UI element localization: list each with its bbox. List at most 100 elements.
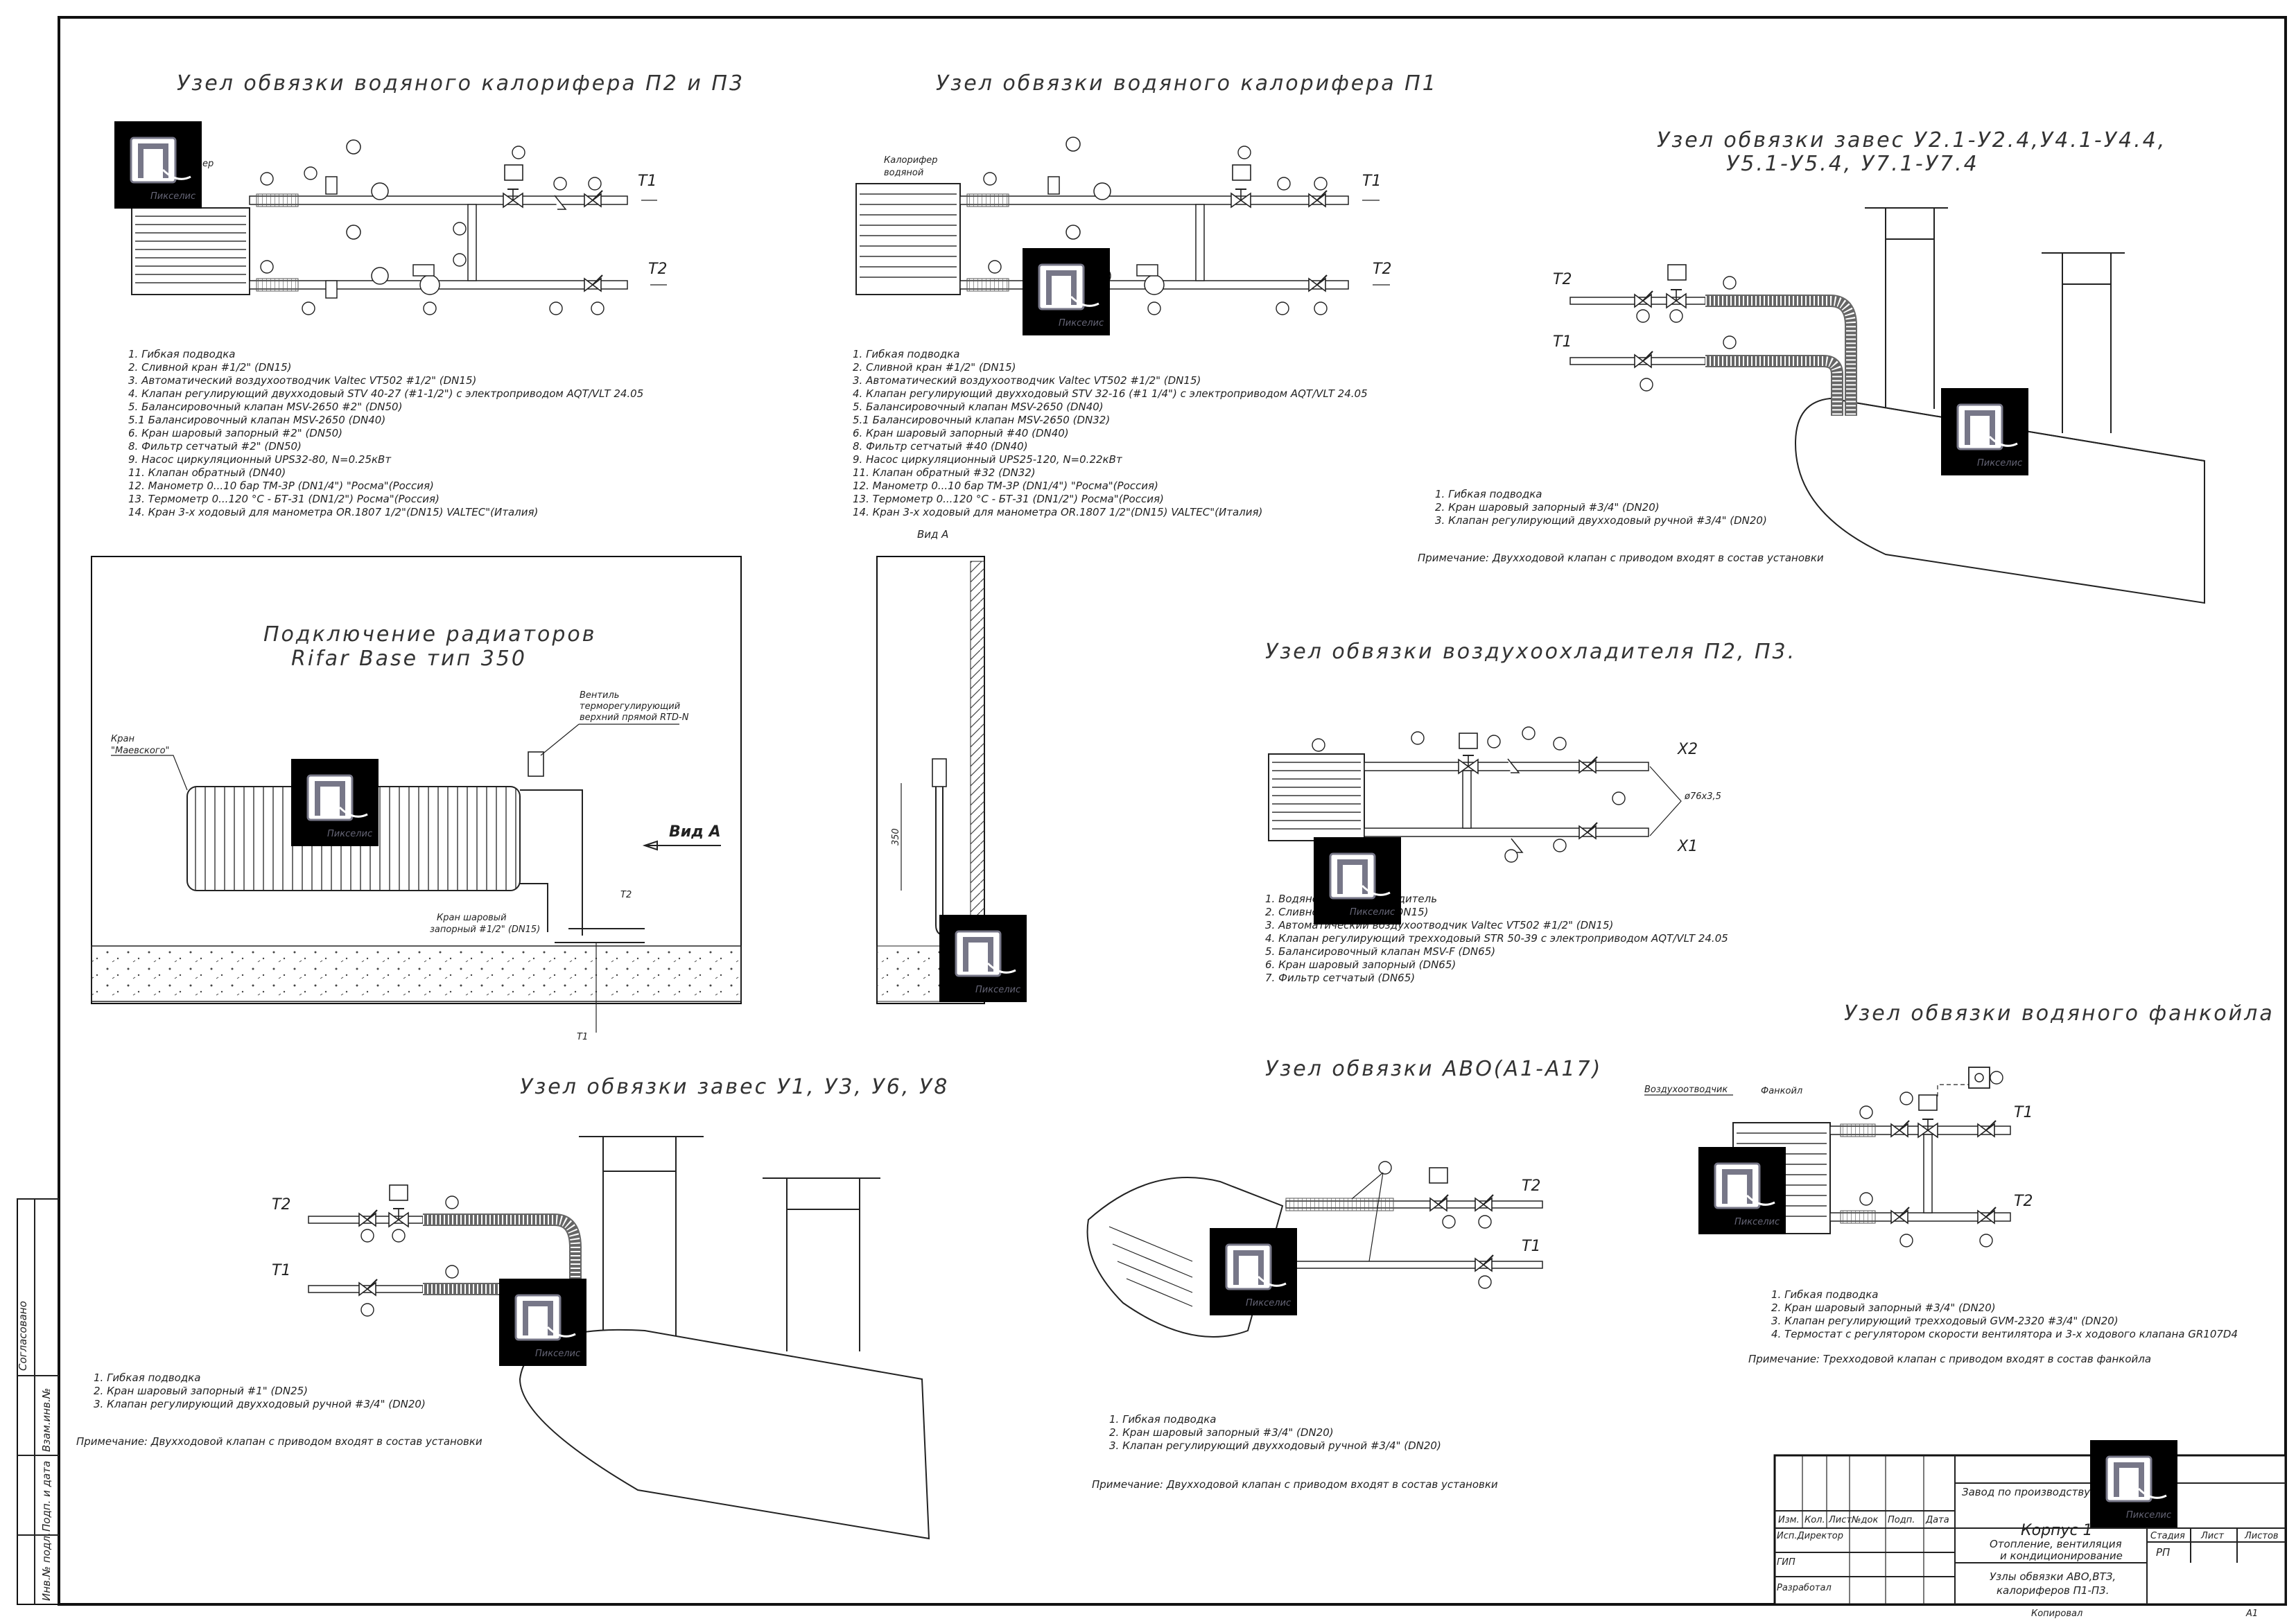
label-t1-rad: Т1 — [577, 1032, 588, 1042]
label-x1: Х1 — [1677, 838, 1698, 855]
label-t2: Т2 — [1522, 1177, 1540, 1195]
tb-copied: Копировал — [2031, 1609, 2082, 1619]
label-t2: Т2 — [272, 1196, 290, 1213]
label-vodyanoy: водяной — [884, 168, 923, 178]
title-curtains-u1: Узел обвязки завес У1, У3, У6, У8 — [520, 1075, 949, 1099]
thermostat-icon — [1968, 1067, 1990, 1089]
watermark-logo — [1314, 837, 1401, 925]
watermark-logo — [1698, 1147, 1786, 1234]
note-u2: Примечание: Двухходовой клапан с приводо… — [1418, 552, 1824, 564]
title-curtains-u2: Узел обвязки завес У2.1-У2.4,У4.1-У4.4, — [1657, 128, 2166, 152]
note-u1: Примечание: Двухходовой клапан с приводо… — [76, 1435, 482, 1448]
section-curtains-u2: Узел обвязки завес У2.1-У2.4,У4.1-У4.4, … — [1418, 128, 2205, 604]
label-ventil-2: терморегулирующий — [580, 701, 680, 712]
heater-p2p3 — [131, 207, 250, 295]
tb-role: ГИП — [1777, 1557, 1795, 1568]
legend-p2p3: 1. Гибкая подводка 2. Сливной кран #1/2"… — [128, 348, 643, 518]
legend-item: 14. Кран 3-х ходовый для манометра OR.18… — [128, 506, 538, 518]
title-curtains-u2-line2: У5.1-У5.4, У7.1-У7.4 — [1726, 152, 1979, 176]
tb-sheet-title-1: Узлы обвязки АВО,ВТЗ, — [1990, 1570, 2116, 1583]
legend-item: 13. Термометр 0...120 °С - БТ-31 (DN1/2"… — [128, 493, 440, 505]
legend-item: 3. Клапан регулирующий трехходовый GVM-2… — [1771, 1315, 2119, 1327]
label-t1: Т1 — [1553, 333, 1572, 351]
manometer-icon — [371, 182, 389, 200]
legend-item: 2. Кран шаровый запорный #3/4" (DN20) — [1435, 501, 1660, 514]
label-kalorifer: Калорифер — [884, 155, 938, 166]
tb-col: Лист — [1828, 1515, 1852, 1525]
tb-role: Разработал — [1777, 1583, 1832, 1593]
label-kran-2: запорный #1/2" (DN15) — [430, 925, 540, 935]
legend-item: 4. Клапан регулирующий трехходовый STR 5… — [1265, 932, 1728, 945]
legend-item: 8. Фильтр сетчатый #40 (DN40) — [853, 440, 1028, 453]
tb-format: А1 — [2245, 1609, 2258, 1619]
legend-item: 5. Балансировочный клапан MSV-2650 #2" (… — [128, 401, 402, 413]
legend-item: 11. Клапан обратный (DN40) — [128, 466, 286, 479]
note-avo: Примечание: Двухходовой клапан с приводо… — [1092, 1478, 1498, 1491]
stamp-soglasovano: Согласовано — [17, 1301, 29, 1371]
legend-item: 1. Гибкая подводка — [128, 348, 235, 360]
legend-u1: 1. Гибкая подводка 2. Кран шаровый запор… — [94, 1372, 426, 1410]
floor-slab — [91, 945, 742, 1002]
legend-item: 3. Клапан регулирующий двухходовый ручно… — [94, 1398, 426, 1410]
label-t2: Т2 — [2014, 1193, 2033, 1210]
legend-item: 6. Кран шаровый запорный (DN65) — [1265, 958, 1456, 971]
legend-item: 12. Манометр 0...10 бар ТМ-3Р (DN1/4") "… — [853, 480, 1158, 492]
label-ser: ер — [202, 159, 214, 169]
tb-stage-label: Стадия — [2150, 1531, 2185, 1541]
label-ventil-3: верхний прямой RTD-N — [580, 712, 689, 723]
tb-col: Кол. — [1804, 1515, 1825, 1525]
label-t2: Т2 — [648, 261, 667, 278]
legend-item: 12. Манометр 0...10 бар ТМ-3Р (DN1/4") "… — [128, 480, 434, 492]
legend-item: 6. Кран шаровый запорный #40 (DN40) — [853, 427, 1069, 439]
title-fancoil: Узел обвязки водяного фанкойла — [1844, 1001, 2275, 1026]
legend-item: 1. Гибкая подводка — [1109, 1413, 1216, 1426]
label-ventil-1: Вентиль — [580, 690, 619, 701]
tb-col: Изм. — [1778, 1515, 1800, 1525]
legend-item: 4. Термостат с регулятором скорости вент… — [1771, 1328, 2238, 1340]
legend-item: 9. Насос циркуляционный UPS25-120, N=0.2… — [853, 453, 1123, 466]
legend-fancoil: 1. Гибкая подводка 2. Кран шаровый запор… — [1771, 1288, 2238, 1340]
legend-item: 4. Клапан регулирующий двухходовый STV 4… — [128, 387, 643, 400]
title-avo: Узел обвязки АВО(А1-А17) — [1265, 1057, 1602, 1081]
note-fancoil: Примечание: Трехходовой клапан с приводо… — [1748, 1353, 2151, 1365]
tb-stage: РП — [2156, 1546, 2170, 1559]
label-kran-1: Кран шаровый — [437, 913, 507, 923]
legend-item: 3. Автоматический воздухоотводчик Valtec… — [128, 374, 476, 387]
air-curtain-body — [1794, 397, 2205, 604]
legend-item: 2. Кран шаровый запорный #1" (DN25) — [94, 1385, 308, 1397]
tb-sheet-label: Лист — [2200, 1531, 2224, 1541]
label-t2: Т2 — [1553, 271, 1572, 288]
filter-icon — [554, 195, 567, 210]
label-t1: Т1 — [2014, 1104, 2033, 1121]
stamp-vzam: Взам.инв.№ — [40, 1388, 53, 1452]
legend-avo: 1. Гибкая подводка 2. Кран шаровый запор… — [1109, 1413, 1441, 1452]
title-p2p3: Узел обвязки водяного калорифера П2 и П3 — [177, 71, 745, 96]
flex-hose — [256, 193, 299, 207]
section-radiators: Подключение радиаторов Rifar Base тип 35… — [91, 556, 742, 1042]
legend-item: 14. Кран 3-х ходовый для манометра OR.18… — [853, 506, 1262, 518]
tb-sheets-label: Листов — [2244, 1531, 2279, 1541]
legend-item: 1. Гибкая подводка — [1435, 488, 1542, 500]
watermark-logo — [939, 915, 1027, 1002]
label-vozduhootvodchik: Воздухоотводчик — [1644, 1085, 1728, 1095]
legend-item: 11. Клапан обратный #32 (DN32) — [853, 466, 1036, 479]
legend-item: 2. Кран шаровый запорный #3/4" (DN20) — [1109, 1426, 1334, 1439]
label-t1: Т1 — [272, 1262, 290, 1279]
tb-section-2: и кондиционирование — [2000, 1550, 2123, 1562]
watermark-logo — [2090, 1440, 2177, 1527]
legend-p1: 1. Гибкая подводка 2. Сливной кран #1/2"… — [853, 348, 1368, 518]
title-p1: Узел обвязки водяного калорифера П1 — [936, 71, 1438, 96]
label-t2-rad: Т2 — [620, 890, 632, 900]
section-aircooler: Узел обвязки воздухоохладителя П2, П3. Х… — [1265, 640, 1794, 984]
dim-350: 350 — [891, 828, 901, 845]
section-p1: Узел обвязки водяного калорифера П1 Кало… — [853, 71, 1438, 541]
legend-item: 4. Клапан регулирующий двухходовый STV 3… — [853, 387, 1368, 400]
legend-item: 5.1 Балансировочный клапан MSV-2650 (DN4… — [128, 414, 385, 426]
legend-item: 5.1 Балансировочный клапан MSV-2650 (DN3… — [853, 414, 1110, 426]
legend-item: 3. Автоматический воздухоотводчик Valtec… — [853, 374, 1201, 387]
tb-sheet-title-2: калориферов П1-П3. — [1997, 1584, 2109, 1597]
title-radiators-line2: Rifar Base тип 350 — [291, 647, 527, 671]
title-block: Изм. Кол. Лист №док Подп. Дата Исп.Дирек… — [1773, 1454, 2287, 1619]
